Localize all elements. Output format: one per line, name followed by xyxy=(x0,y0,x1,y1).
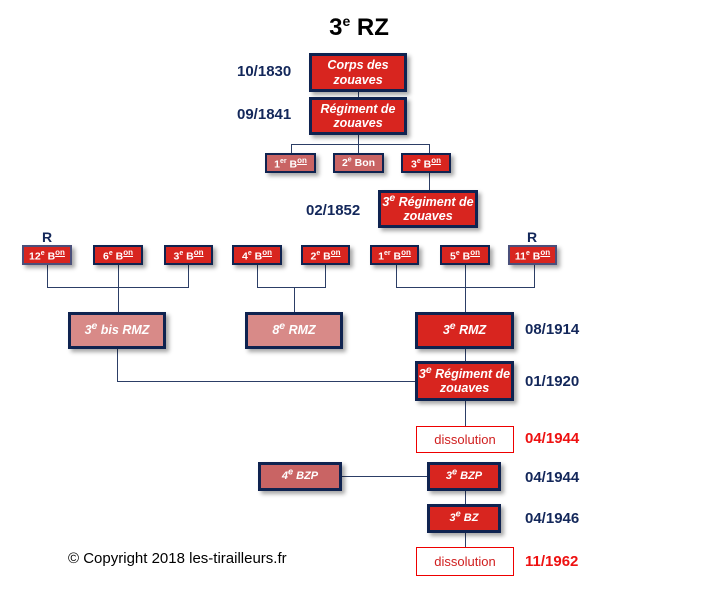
node-3e-bataillon-row[interactable]: 3e Bon xyxy=(164,245,213,265)
date-label: 08/1914 xyxy=(525,321,580,338)
node-dissolution-1944[interactable]: dissolution xyxy=(416,426,514,453)
node-8e-rmz[interactable]: 8e RMZ xyxy=(245,312,343,349)
node-3e-bataillon[interactable]: 3e Bon xyxy=(401,153,451,173)
date-label: 04/1946 xyxy=(525,510,580,527)
connector xyxy=(465,401,466,426)
connector xyxy=(257,265,258,287)
node-2e-bataillon[interactable]: 2e Bon xyxy=(333,153,384,173)
connector xyxy=(47,265,48,287)
node-dissolution-1962[interactable]: dissolution xyxy=(416,547,514,576)
date-label-dissolution: 11/1962 xyxy=(525,553,579,570)
date-label-dissolution: 04/1944 xyxy=(525,430,580,447)
connector xyxy=(396,265,397,287)
connector xyxy=(465,265,466,312)
reserve-mark: R xyxy=(42,229,53,245)
connector xyxy=(358,135,359,144)
connector xyxy=(117,349,118,381)
node-1er-bataillon[interactable]: 1er Bon xyxy=(265,153,316,173)
connector xyxy=(342,476,427,477)
date-label: 04/1944 xyxy=(525,469,580,486)
connector xyxy=(358,144,359,153)
connector xyxy=(257,287,326,288)
connector xyxy=(325,265,326,287)
node-3e-rmz[interactable]: 3e RMZ xyxy=(415,312,514,349)
connector xyxy=(291,144,429,145)
connector xyxy=(465,491,466,504)
date-label: 09/1841 xyxy=(237,106,292,123)
node-6e-bataillon[interactable]: 6e Bon xyxy=(93,245,143,265)
connector xyxy=(117,381,415,382)
node-4e-bzp[interactable]: 4e BZP xyxy=(258,462,342,491)
node-corps-des-zouaves[interactable]: Corps des zouaves xyxy=(309,53,407,92)
node-3e-bzp[interactable]: 3e BZP xyxy=(427,462,501,491)
connector xyxy=(291,144,292,153)
connector xyxy=(47,287,189,288)
date-label: 10/1830 xyxy=(237,63,292,80)
node-4e-bataillon[interactable]: 4e Bon xyxy=(232,245,282,265)
reserve-mark: R xyxy=(527,229,538,245)
node-2e-bataillon-row[interactable]: 2e Bon xyxy=(301,245,350,265)
connector xyxy=(118,265,119,312)
node-5e-bataillon[interactable]: 5e Bon xyxy=(440,245,490,265)
connector xyxy=(465,533,466,547)
copyright-notice: © Copyright 2018 les-tirailleurs.fr xyxy=(68,550,287,567)
node-1er-bataillon-row[interactable]: 1er Bon xyxy=(370,245,419,265)
connector xyxy=(188,265,189,287)
connector xyxy=(294,287,295,312)
diagram-title: 3e RZ xyxy=(329,13,389,41)
node-12e-bataillon[interactable]: 12e Bon xyxy=(22,245,72,265)
date-label: 02/1852 xyxy=(306,202,361,219)
node-11e-bataillon[interactable]: 11e Bon xyxy=(508,245,557,265)
connector xyxy=(429,173,430,190)
date-label: 01/1920 xyxy=(525,373,580,390)
node-regiment-de-zouaves[interactable]: Régiment de zouaves xyxy=(309,97,407,135)
node-3e-bis-rmz[interactable]: 3e bis RMZ xyxy=(68,312,166,349)
node-3e-bz[interactable]: 3e BZ xyxy=(427,504,501,533)
connector xyxy=(534,265,535,287)
connector xyxy=(358,92,359,97)
node-3e-regiment-de-zouaves-1852[interactable]: 3e Régiment de zouaves xyxy=(378,190,478,228)
connector xyxy=(429,144,430,153)
connector xyxy=(396,287,535,288)
node-3e-regiment-de-zouaves-1920[interactable]: 3e Régiment de zouaves xyxy=(415,361,514,401)
connector xyxy=(465,349,466,361)
